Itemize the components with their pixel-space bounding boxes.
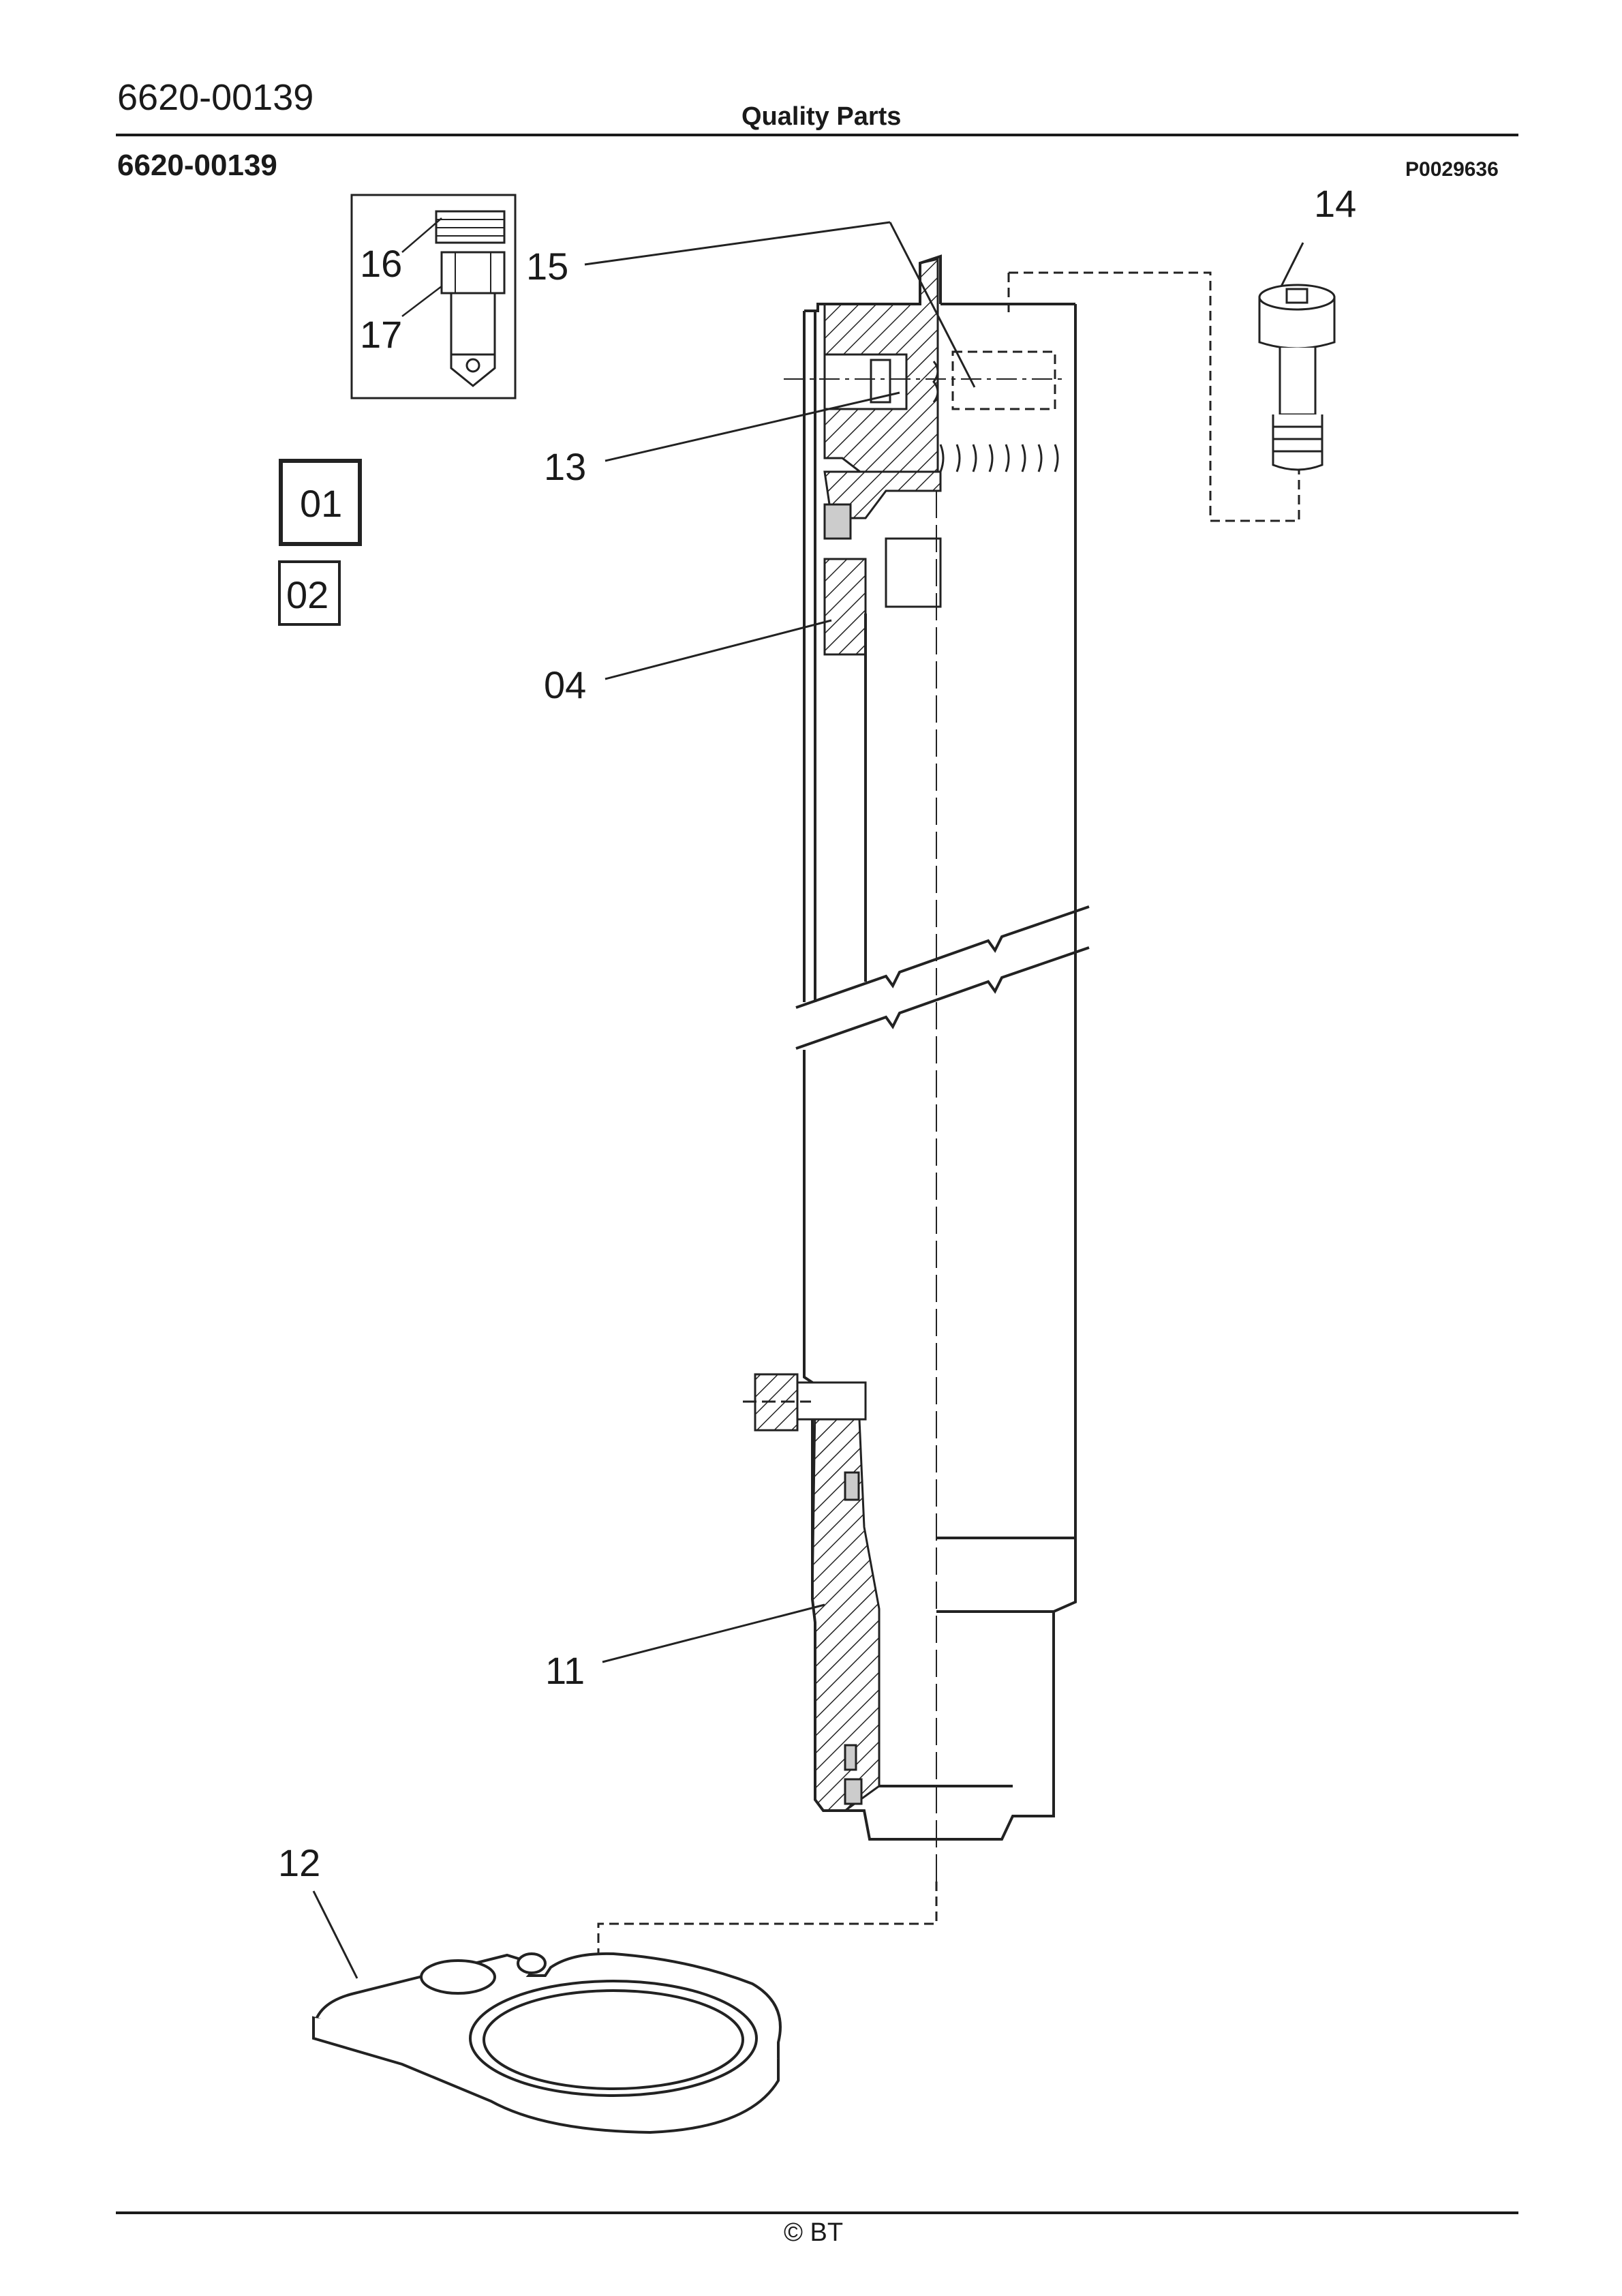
side-fitting — [743, 1373, 867, 1432]
document-number: 6620-00139 — [117, 77, 314, 118]
callout-12: 12 — [278, 1841, 320, 1884]
callout-leaders — [312, 221, 976, 1979]
variant-box-02 — [278, 560, 341, 626]
drawing-code: P0029636 — [1405, 158, 1499, 181]
copyright: © BT — [784, 2218, 844, 2247]
callout-13: 13 — [544, 445, 586, 488]
callout-14: 14 — [1314, 182, 1356, 225]
variant-label-02: 02 — [286, 573, 328, 616]
callout-11: 11 — [545, 1649, 585, 1692]
bolt-14 — [1258, 242, 1336, 471]
variant-box-01 — [279, 459, 362, 546]
callout-15: 15 — [526, 245, 568, 288]
header-rule — [116, 134, 1518, 136]
head-hatch — [823, 258, 942, 656]
part-number: 6620-00139 — [117, 149, 277, 182]
variant-label-01: 01 — [300, 482, 342, 525]
callout-16: 16 — [360, 242, 402, 285]
mounting-plate-12 — [312, 1952, 782, 2134]
callout-17: 17 — [360, 313, 402, 356]
callout-04: 04 — [544, 663, 586, 706]
footer-rule — [116, 2211, 1518, 2214]
thread-hole — [939, 444, 1059, 472]
valve-inset — [350, 194, 517, 399]
header-title: Quality Parts — [741, 102, 902, 131]
base-hatch — [811, 1403, 881, 1812]
